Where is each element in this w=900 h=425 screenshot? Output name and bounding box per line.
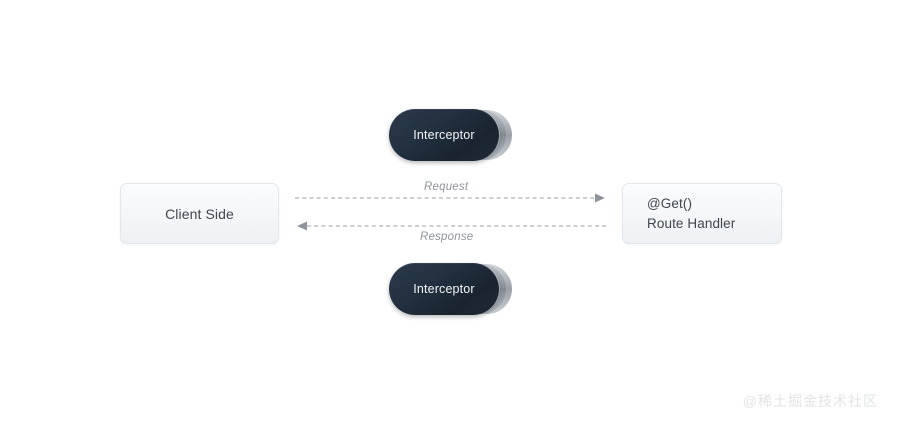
client-side-label: Client Side [165, 205, 234, 222]
route-handler-label: Route Handler [647, 215, 736, 231]
watermark: @稀土掘金技术社区 [742, 393, 878, 409]
request-arrow-head-icon [595, 193, 605, 203]
interceptor-top-label: Interceptor [413, 128, 475, 142]
response-edge-label: Response [420, 231, 474, 243]
route-handler-node[interactable]: @Get() Route Handler [622, 183, 782, 244]
pill-front-face: Interceptor [389, 109, 499, 161]
pill-front-face: Interceptor [389, 263, 499, 315]
request-arrow [295, 193, 605, 203]
interceptor-top-node[interactable]: Interceptor [389, 109, 515, 161]
client-side-node[interactable]: Client Side [120, 183, 279, 244]
response-arrow-head-icon [297, 221, 307, 231]
interceptor-bottom-node[interactable]: Interceptor [389, 263, 515, 315]
interceptor-bottom-label: Interceptor [413, 282, 475, 296]
request-edge-label: Request [424, 181, 469, 193]
response-arrow [297, 221, 607, 231]
route-handler-decorator-label: @Get() [647, 195, 693, 211]
